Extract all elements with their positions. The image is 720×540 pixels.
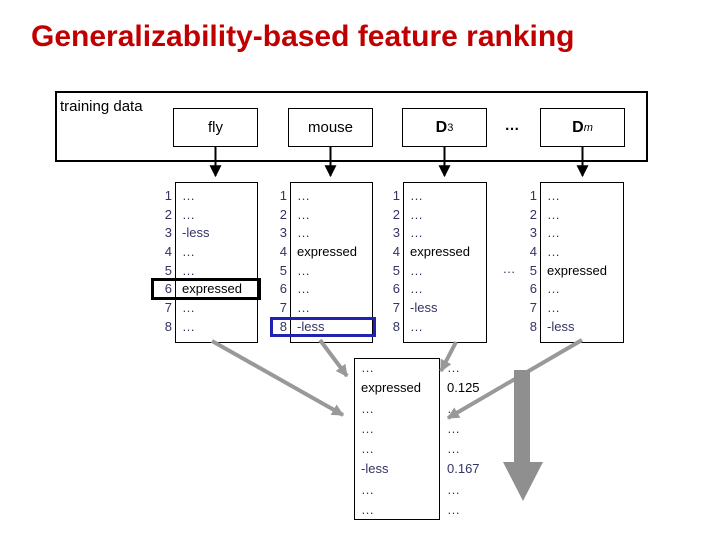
list-row: 8… — [392, 318, 423, 334]
list-row: 7-less — [392, 300, 438, 316]
list-row: 8-less — [279, 318, 325, 334]
result-row: …… — [361, 441, 460, 456]
highlight-box-mouse-row8 — [270, 317, 376, 337]
list-row: 6… — [392, 281, 423, 297]
training-data-label: training data — [60, 98, 143, 115]
slide-title: Generalizability-based feature ranking — [31, 20, 575, 53]
merge-arrow-mouse — [318, 338, 349, 378]
list-row: 2… — [279, 206, 310, 222]
result-row: …… — [361, 360, 460, 375]
result-row: …… — [361, 420, 460, 436]
highlight-box-fly-row6 — [151, 278, 261, 300]
list-row: 6… — [529, 281, 560, 297]
list-row: 3… — [279, 225, 310, 241]
list-row: 6… — [279, 281, 310, 297]
list-row: 5… — [164, 262, 195, 278]
list-row: 1… — [164, 188, 195, 203]
list-row: 2… — [529, 206, 560, 222]
list-row: 3… — [392, 225, 423, 241]
result-row: …… — [361, 400, 460, 416]
result-table-box — [354, 358, 440, 520]
list-row: 3… — [529, 225, 560, 241]
result-row: …… — [361, 501, 460, 517]
big-down-arrow — [503, 370, 543, 501]
header-label-fly: fly — [208, 119, 223, 136]
list-row: 7… — [164, 300, 195, 316]
header-box-mouse: mouse — [288, 108, 373, 147]
header-box-fly: fly — [173, 108, 258, 147]
list-row: 3-less — [164, 225, 210, 241]
list-row: 2… — [164, 206, 195, 222]
list-row: 5… — [279, 262, 310, 278]
list-row: 8-less — [529, 318, 575, 334]
header-label-d3: D — [435, 118, 448, 136]
merge-arrow-fly — [211, 339, 345, 417]
header-label-dm: D — [572, 118, 584, 136]
header-label-mouse: mouse — [307, 119, 354, 136]
list-row: 7… — [529, 300, 560, 316]
header-ellipsis: … — [504, 117, 520, 134]
column-ellipsis: … — [502, 261, 516, 276]
header-sub-dm: m — [583, 121, 593, 134]
list-row: 4… — [529, 244, 560, 260]
list-row: 1… — [392, 188, 423, 203]
list-row: 5… — [392, 262, 423, 278]
list-row: 7… — [279, 300, 310, 316]
header-sub-d3: 3 — [447, 121, 454, 134]
list-row: 4… — [164, 244, 195, 260]
list-row: 1… — [529, 188, 560, 203]
list-row: 2… — [392, 206, 423, 222]
list-row: 1… — [279, 188, 310, 203]
result-row: …… — [361, 481, 460, 497]
list-row: 8… — [164, 318, 195, 334]
